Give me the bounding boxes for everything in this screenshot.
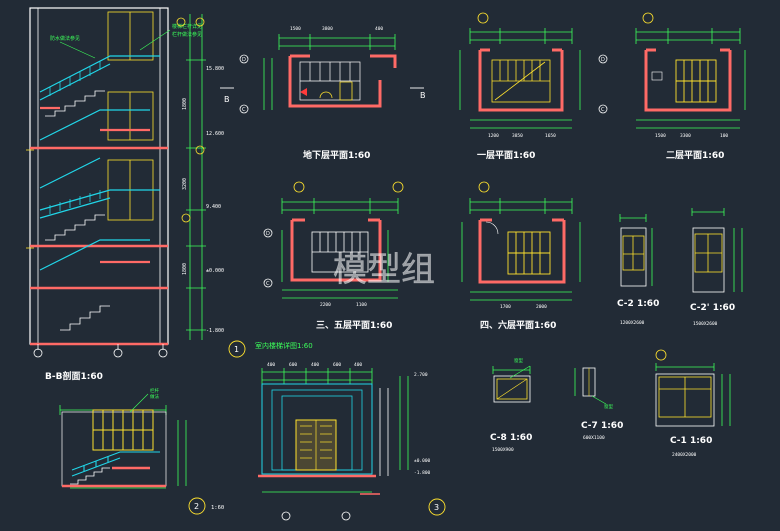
detail-title: 室内楼梯详图1:60 xyxy=(255,341,313,350)
svg-text:栏杆: 栏杆 xyxy=(150,387,159,394)
svg-text:1800: 1800 xyxy=(182,263,188,275)
axis-label: D xyxy=(601,57,605,63)
svg-text:2000: 2000 xyxy=(536,304,547,310)
window-title: C-1 1:60 xyxy=(670,436,712,446)
elevation-label: 9.400 xyxy=(206,204,221,210)
callout-circle xyxy=(228,340,246,358)
detail-scale: 1:60 xyxy=(211,505,224,511)
window-title: C-2 1:60 xyxy=(617,299,659,309)
section-note: 楼梯栏杆详见 xyxy=(172,23,202,30)
window-c8: 窗型 C-8 1:60 1500X900 xyxy=(490,357,532,453)
plan-title: 二层平面1:60 xyxy=(666,150,724,161)
window-c7: 窗型 C-7 1:60 600X1100 xyxy=(574,367,623,441)
elevation-label: ±0.000 xyxy=(206,268,224,274)
section-mark: B xyxy=(224,95,230,104)
svg-text:做法: 做法 xyxy=(150,393,159,400)
svg-text:窗型: 窗型 xyxy=(604,403,613,410)
axis-label: D xyxy=(266,231,270,237)
svg-text:1800: 1800 xyxy=(182,98,188,110)
svg-text:3300: 3300 xyxy=(680,133,691,139)
plan-title: 一层平面1:60 xyxy=(477,150,535,161)
svg-text:400: 400 xyxy=(375,26,383,32)
callout-number: 1 xyxy=(234,345,239,354)
plan-fourth-sixth-floor: 1700 2000 四、六层平面1:60 xyxy=(461,181,581,331)
plan-title: 三、五层平面1:60 xyxy=(316,320,392,331)
svg-text:1200: 1200 xyxy=(488,133,499,139)
plan-title: 地下层平面1:60 xyxy=(303,149,370,161)
svg-text:3800: 3800 xyxy=(322,26,333,32)
door-dim: 600 xyxy=(333,362,341,368)
elevation-label: 15.800 xyxy=(206,66,224,72)
section-title: B-B剖面1:60 xyxy=(45,370,103,382)
detail-number: 2 xyxy=(194,502,199,511)
svg-text:3850: 3850 xyxy=(512,133,523,139)
axis-label: D xyxy=(242,57,246,63)
window-size: 600X1100 xyxy=(583,435,605,441)
window-title: C-8 1:60 xyxy=(490,433,532,443)
window-title: C-2' 1:60 xyxy=(690,303,735,313)
axis-label: C xyxy=(601,107,605,113)
stair-detail-2: 栏杆做法 2 1:60 xyxy=(59,387,224,515)
door-number: 3 xyxy=(434,503,439,512)
elevation-label: 2.700 xyxy=(414,372,428,378)
plan-title: 四、六层平面1:60 xyxy=(480,319,556,331)
elevation-label: ±0.000 xyxy=(414,458,431,464)
window-size: 1200X2600 xyxy=(620,320,645,326)
window-c2: C-2 1:60 1200X2600 xyxy=(617,214,659,326)
svg-text:100: 100 xyxy=(720,133,728,139)
section-note: 栏杆做法参见 xyxy=(172,31,202,38)
svg-text:1500: 1500 xyxy=(290,26,301,32)
section-note: 防水做法参见 xyxy=(50,35,80,42)
door-dim: 600 xyxy=(289,362,297,368)
svg-text:2200: 2200 xyxy=(320,302,331,308)
window-size: 1500X900 xyxy=(492,447,514,453)
svg-text:窗型: 窗型 xyxy=(514,357,523,364)
plan-third-fifth-floor: D C 2200 1100 三、五层平面1:60 xyxy=(263,181,404,331)
svg-text:1650: 1650 xyxy=(545,133,556,139)
svg-text:B: B xyxy=(420,91,426,100)
door-dim: 400 xyxy=(354,362,362,368)
svg-text:1100: 1100 xyxy=(356,302,367,308)
window-size: 2400X2000 xyxy=(672,452,697,458)
elevation-label: -1.800 xyxy=(414,470,431,476)
elevation-label: 12.600 xyxy=(206,131,224,137)
section-b-b: 1800 3200 1800 15.800 12.600 9.400 ±0.00… xyxy=(26,7,246,382)
window-c1: C-1 1:60 2400X2000 xyxy=(655,349,731,458)
window-c2-prime: C-2' 1:60 1500X2600 xyxy=(690,208,743,327)
window-size: 1500X2600 xyxy=(693,321,718,327)
svg-text:1700: 1700 xyxy=(500,304,511,310)
plan-basement: 1500 3800 400 B B D C xyxy=(220,26,426,161)
watermark: 模型组 xyxy=(333,250,435,290)
elevation-label: -1.800 xyxy=(206,328,224,334)
door-elevation: 室内楼梯详图1:60 400 600 400 600 400 xyxy=(255,341,446,521)
axis-label: C xyxy=(242,107,246,113)
axis-label: C xyxy=(266,281,270,287)
window-title: C-7 1:60 xyxy=(581,421,623,431)
plan-first-floor: 1200 3850 1650 一层平面1:60 xyxy=(459,12,581,161)
door-dim: 400 xyxy=(267,362,275,368)
svg-text:1500: 1500 xyxy=(655,133,666,139)
door-dim: 400 xyxy=(311,362,319,368)
svg-text:3200: 3200 xyxy=(182,178,188,190)
plan-second-floor: D C 1500 3300 100 二层平面1:60 xyxy=(598,12,746,161)
